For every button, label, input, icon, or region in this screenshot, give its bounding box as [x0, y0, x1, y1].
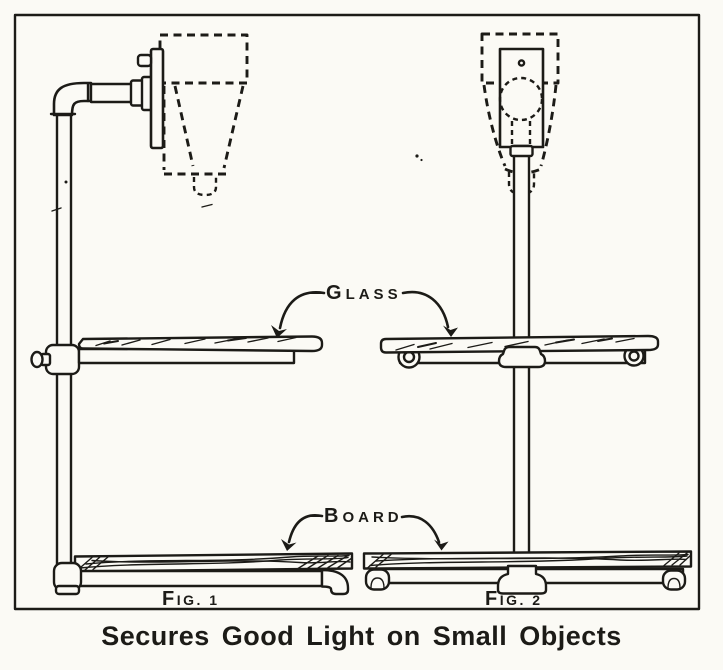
figure-caption: Secures Good Light on Small Objects: [101, 621, 622, 651]
fig1-drawing: [30, 33, 354, 596]
fig2-glass-shading: [395, 337, 635, 351]
board-arrow-right: [400, 514, 449, 551]
fig1-glass-shading: [95, 336, 297, 347]
glass-arrow-right: [401, 290, 458, 337]
glass-callout: [271, 290, 458, 338]
figure-1-label: Fig. 1: [162, 588, 220, 610]
frame-border: [13, 13, 701, 611]
fig1-lamp-shade-dashed: [158, 33, 249, 197]
board-callout: [281, 513, 449, 551]
fig1-shelf: [30, 335, 324, 376]
print-specks: [201, 154, 423, 208]
fig1-lamp-bracket: [49, 47, 165, 150]
fig2-base: [362, 550, 693, 595]
fig2-shelf: [379, 334, 660, 369]
glass-arrow-left: [271, 291, 326, 338]
fig1-stand-pipe: [51, 104, 73, 570]
board-label: BOARD: [324, 505, 403, 527]
figure-2-label: Fig. 2: [485, 588, 543, 610]
glass-label: GLASS: [326, 282, 402, 304]
fig2-board-grain: [367, 552, 692, 569]
board-arrow-left: [281, 513, 324, 551]
fig2-drawing: [362, 32, 693, 595]
fig1-base: [52, 552, 354, 596]
